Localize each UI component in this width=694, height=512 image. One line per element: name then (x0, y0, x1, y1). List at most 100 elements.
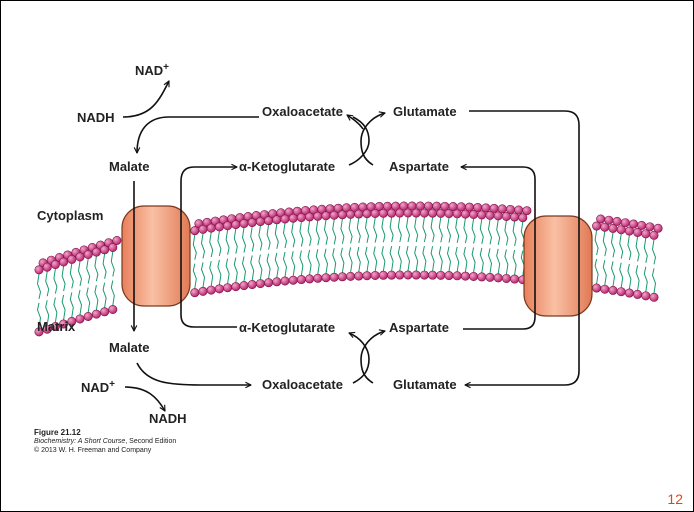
lipid-head (273, 278, 281, 286)
lipid-tail (349, 247, 352, 272)
lipid-tail (38, 274, 41, 299)
nadh-bottom-label: NADH (149, 411, 187, 426)
lipid-tail (292, 222, 295, 247)
alpha-ketoglutarate-top-label: α-Ketoglutarate (239, 159, 335, 174)
lipid-tail (407, 217, 410, 242)
lipid-head (256, 279, 264, 287)
lipid-head (322, 274, 330, 282)
lipid-tail (415, 217, 418, 242)
figure-caption-copyright: © 2013 W. H. Freeman and Company (34, 446, 151, 455)
lipid-tail (612, 233, 615, 258)
book-edition: , Second Edition (125, 438, 176, 445)
lipid-tail (636, 237, 639, 262)
lipid-head (305, 275, 313, 283)
lipid-tail (398, 217, 401, 242)
lipid-tail (267, 225, 270, 250)
lipid-head (191, 288, 199, 296)
lipid-tail (456, 218, 459, 243)
lipid-head (445, 271, 453, 279)
lipid-head (646, 223, 654, 231)
lipid-tail (456, 247, 459, 272)
lipid-tail (620, 234, 623, 259)
lipid-head (502, 274, 510, 282)
lipid-head (420, 271, 428, 279)
lipid-tail (505, 249, 508, 274)
lipid-head (379, 271, 387, 279)
lipid-tail (234, 258, 237, 283)
lipid-tail (251, 256, 254, 281)
lipid-tail (259, 226, 262, 251)
alpha-ketoglutarate-bottom-label: α-Ketoglutarate (239, 320, 335, 335)
lipid-tail (316, 220, 319, 245)
lipid-tail (79, 290, 82, 315)
lipid-tail (620, 263, 623, 288)
lipid-tail (202, 262, 205, 287)
lipid-tail (333, 248, 336, 273)
lipid-tail (87, 259, 90, 284)
lipid-tail (70, 292, 73, 317)
lipid-head (629, 220, 637, 228)
lipid-tail (79, 261, 82, 286)
lipid-head (609, 286, 617, 294)
lipid-head (486, 273, 494, 281)
lipid-tail (472, 247, 475, 272)
lipid-tail (439, 246, 442, 271)
lipid-head (613, 217, 621, 225)
lipid-tail (325, 220, 328, 245)
lipid-tail (595, 230, 598, 255)
lipid-tail (480, 219, 483, 244)
malate-bottom-label: Malate (109, 340, 149, 355)
lipid-tail (87, 288, 90, 313)
lipid-tail (316, 249, 319, 274)
lipid-tail (70, 264, 73, 289)
lipid-tail (398, 246, 401, 271)
lipid-tail (423, 217, 426, 242)
lipid-head (248, 280, 256, 288)
lipid-tail (300, 222, 303, 247)
lipid-tail (275, 253, 278, 278)
lipid-head (281, 277, 289, 285)
lipid-head (100, 308, 108, 316)
lipid-head (84, 312, 92, 320)
lipid-tail (505, 221, 508, 246)
matrix-label: Matrix (37, 319, 76, 334)
lipid-tail (103, 254, 106, 279)
lipid-tail (325, 249, 328, 274)
lipid-tail (382, 246, 385, 271)
lipid-tail (439, 218, 442, 243)
lipid-head (207, 286, 215, 294)
lipid-head (642, 292, 650, 300)
lipid-tail (218, 231, 221, 256)
lipid-head (92, 310, 100, 318)
lipid-head (387, 271, 395, 279)
lipid-tail (628, 264, 631, 289)
lipid-head (621, 218, 629, 226)
lipid-tail (218, 260, 221, 285)
lipid-tail (284, 223, 287, 248)
lipid-tail (62, 266, 65, 291)
lipid-tail (259, 255, 262, 280)
lipid-tail (292, 251, 295, 276)
lipid-tail (448, 247, 451, 272)
page-number: 12 (667, 491, 683, 507)
lipid-tail (333, 219, 336, 244)
lipid-tail (415, 246, 418, 271)
lipid-head (355, 272, 363, 280)
lipid-head (428, 271, 436, 279)
lipid-tail (448, 218, 451, 243)
aspartate-top-label: Aspartate (389, 159, 449, 174)
lipid-tail (308, 221, 311, 246)
lipid-tail (46, 271, 49, 296)
lipid-tail (62, 295, 65, 320)
lipid-head (113, 236, 121, 244)
lipid-tail (275, 224, 278, 249)
lipid-head (264, 278, 272, 286)
lipid-head (474, 203, 482, 211)
nad-to-nadh-arrow (125, 387, 165, 411)
lipid-tail (341, 219, 344, 244)
lipid-tail (407, 246, 410, 271)
lipid-tail (300, 251, 303, 276)
nad-bottom-label: NAD+ (81, 379, 115, 395)
lipid-tail (653, 240, 656, 265)
glutamate-bottom-label: Glutamate (393, 377, 457, 392)
